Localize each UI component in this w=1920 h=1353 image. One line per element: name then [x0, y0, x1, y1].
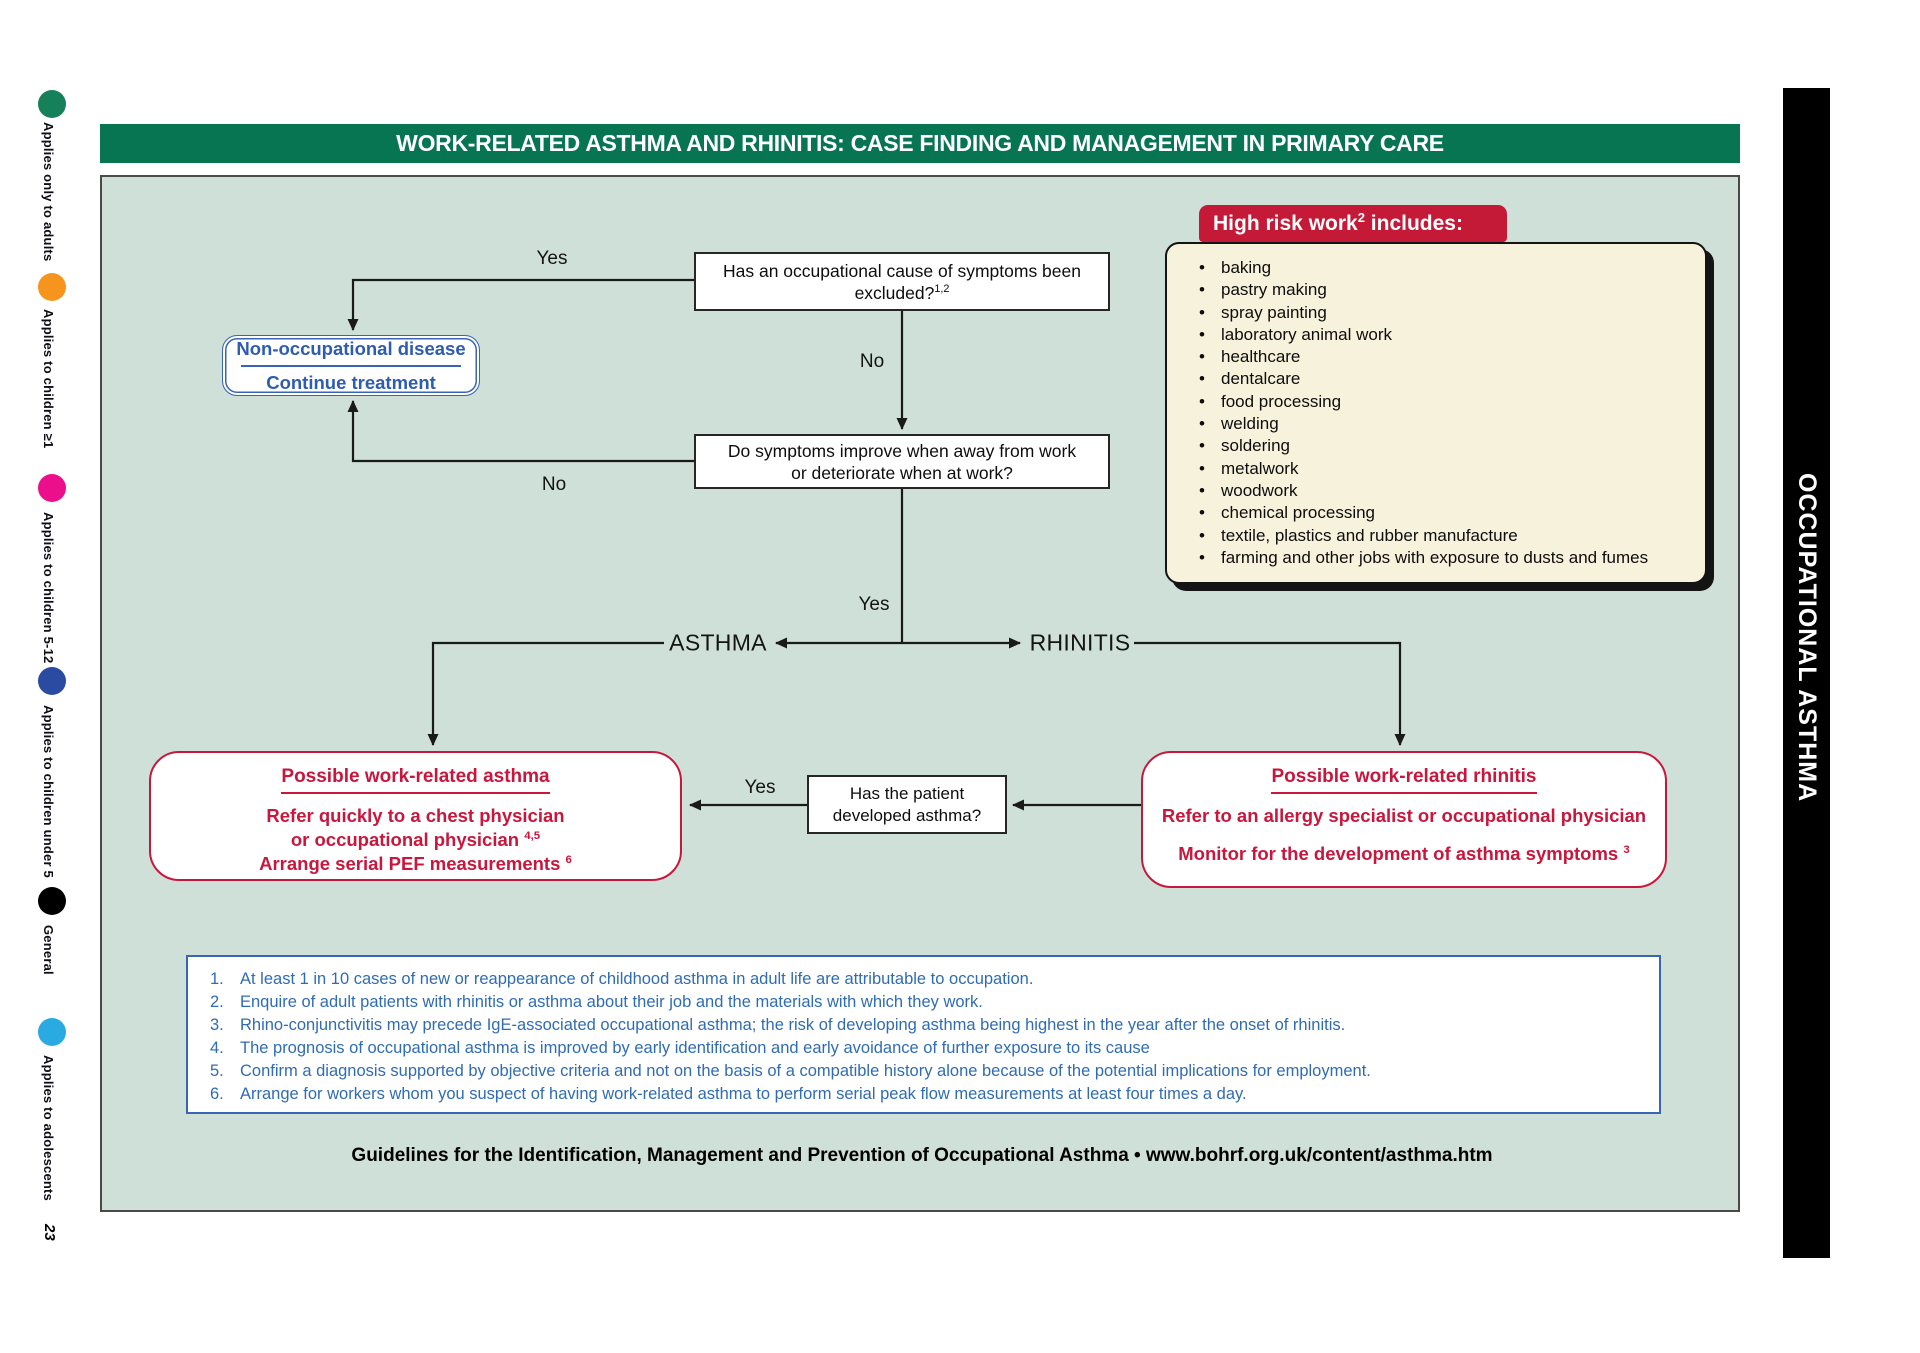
- section-tab: OCCUPATIONAL ASTHMA: [1783, 88, 1830, 1258]
- legend-label-children-5-12: Applies to children 5-12: [41, 512, 56, 664]
- page-title: WORK-RELATED ASTHMA AND RHINITIS: CASE F…: [396, 130, 1444, 156]
- connector-asthma-to-asthma-box: [427, 641, 664, 746]
- legend-dot-general: [38, 887, 66, 915]
- legend-dot-adults: [38, 90, 66, 118]
- outcome-possible-work-related-rhinitis: Possible work-related rhinitis Refer to …: [1141, 751, 1667, 888]
- question-symptoms-improve-away-from-work: Do symptoms improve when away from work …: [694, 434, 1110, 489]
- question-line: or deteriorate when at work?: [791, 462, 1013, 483]
- high-risk-work-list: baking pastry making spray painting labo…: [1197, 257, 1695, 569]
- footnote-ref: 4,5: [524, 829, 541, 842]
- question-line: developed asthma?: [832, 805, 982, 825]
- list-item: farming and other jobs with exposure to …: [1197, 547, 1695, 570]
- footnote: 5.Confirm a diagnosis supported by objec…: [210, 1062, 1371, 1080]
- legend-label-adults: Applies only to adults: [41, 122, 56, 262]
- branch-label-yes: Yes: [536, 248, 568, 269]
- outcome-line: Refer to an allergy specialist or occupa…: [1161, 805, 1647, 826]
- high-risk-work-heading: High risk work2 includes:: [1213, 209, 1463, 235]
- list-item: spray painting: [1197, 302, 1695, 325]
- outcome-possible-work-related-asthma: Possible work-related asthma Refer quick…: [149, 751, 682, 881]
- high-risk-work-list-box: baking pastry making spray painting labo…: [1165, 242, 1707, 584]
- question-line: Do symptoms improve when away from work: [727, 440, 1077, 461]
- legend-label-children-under-5: Applies to children under 5: [41, 705, 56, 878]
- outcome-line: or occupational physician 4,5: [290, 829, 541, 850]
- list-item: laboratory animal work: [1197, 324, 1695, 347]
- flow-connectors: [347, 278, 1406, 811]
- flowchart-area: Has an occupational cause of symptoms be…: [100, 175, 1740, 1212]
- outcome-line: Monitor for the development of asthma sy…: [1178, 843, 1630, 864]
- outcome-line: Non-occupational disease: [236, 337, 466, 359]
- branch-label-yes: Yes: [744, 777, 776, 798]
- connector-q1-yes-to-nonocc: [347, 278, 694, 331]
- list-item: food processing: [1197, 391, 1695, 414]
- legend-dot-children-ge1: [38, 273, 66, 301]
- legend-label-adolescents: Applies to adolescents: [41, 1055, 56, 1201]
- outcome-title: Possible work-related rhinitis: [1271, 765, 1537, 794]
- list-item: dentalcare: [1197, 368, 1695, 391]
- list-item: metalwork: [1197, 458, 1695, 481]
- outcome-non-occupational-disease: Non-occupational disease Continue treatm…: [222, 335, 480, 396]
- list-item: welding: [1197, 413, 1695, 436]
- footnote-ref: 6: [565, 853, 572, 866]
- footnote-ref: 3: [1623, 843, 1630, 856]
- footnote: 1.At least 1 in 10 cases of new or reapp…: [210, 970, 1034, 988]
- question-line: Has the patient: [849, 783, 965, 803]
- question-occupational-cause-excluded: Has an occupational cause of symptoms be…: [694, 252, 1110, 311]
- list-item: textile, plastics and rubber manufacture: [1197, 525, 1695, 548]
- question-line: excluded?1,2: [854, 282, 950, 303]
- legend-label-children-ge1: Applies to children ≥1: [41, 309, 56, 449]
- branch-label-no: No: [859, 351, 885, 372]
- footnote: 3.Rhino-conjunctivitis may precede IgE-a…: [210, 1016, 1346, 1034]
- branch-label-yes: Yes: [858, 594, 890, 615]
- footnote: 4.The prognosis of occupational asthma i…: [210, 1039, 1150, 1057]
- list-item: soldering: [1197, 435, 1695, 458]
- legend-label-general: General: [41, 925, 56, 975]
- high-risk-work-banner: High risk work2 includes:: [1199, 205, 1507, 242]
- page-title-bar: WORK-RELATED ASTHMA AND RHINITIS: CASE F…: [100, 124, 1740, 163]
- list-item: baking: [1197, 257, 1695, 280]
- branch-label-rhinitis: RHINITIS: [1029, 629, 1131, 656]
- legend-dot-adolescents: [38, 1018, 66, 1046]
- outcome-title: Possible work-related asthma: [281, 765, 550, 794]
- footnote-ref: 1,2: [934, 282, 950, 295]
- footnotes-box: 1.At least 1 in 10 cases of new or reapp…: [186, 955, 1661, 1114]
- list-item: healthcare: [1197, 346, 1695, 369]
- footnote-ref: 2: [1357, 209, 1365, 225]
- connector-q2-no-to-nonocc: [347, 400, 694, 463]
- footnote: 2.Enquire of adult patients with rhiniti…: [210, 993, 983, 1011]
- guidelines-reference: Guidelines for the Identification, Manag…: [351, 1145, 1493, 1166]
- list-item: pastry making: [1197, 279, 1695, 302]
- footnote: 6.Arrange for workers whom you suspect o…: [210, 1085, 1247, 1103]
- section-tab-label: OCCUPATIONAL ASTHMA: [1793, 473, 1821, 803]
- outcome-line: Refer quickly to a chest physician: [266, 805, 565, 826]
- branch-label-no: No: [541, 474, 567, 495]
- divider: [240, 364, 462, 367]
- list-item: chemical processing: [1197, 502, 1695, 525]
- branch-label-asthma: ASTHMA: [669, 629, 767, 656]
- legend-dot-children-under-5: [38, 667, 66, 695]
- list-item: woodwork: [1197, 480, 1695, 503]
- outcome-line: Continue treatment: [266, 371, 436, 393]
- connector-rhinitis-to-rhinitis-box: [1134, 641, 1406, 746]
- question-line: Has an occupational cause of symptoms be…: [723, 260, 1081, 281]
- page-number: 23: [41, 1224, 58, 1241]
- legend-dot-children-5-12: [38, 474, 66, 502]
- question-patient-developed-asthma: Has the patient developed asthma?: [807, 775, 1007, 834]
- outcome-line: Arrange serial PEF measurements 6: [259, 853, 572, 874]
